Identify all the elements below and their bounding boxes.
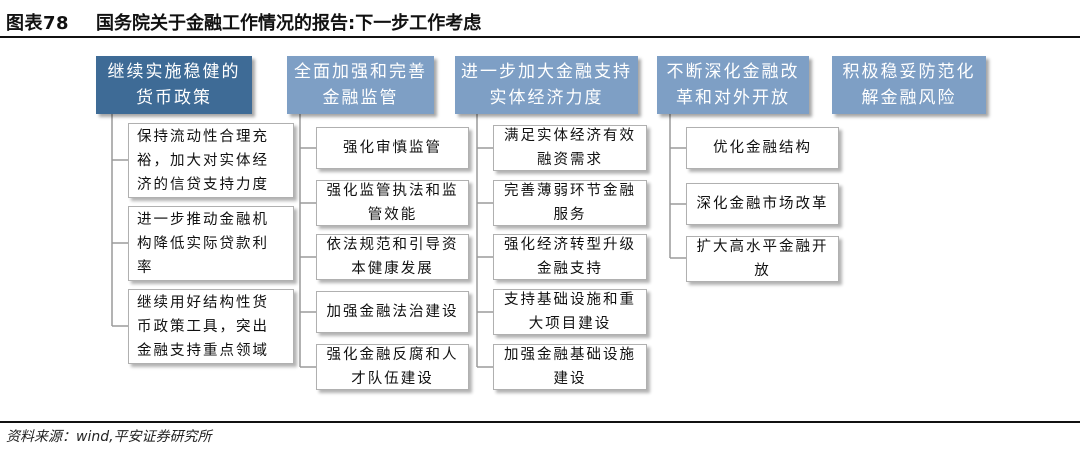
measure-box: 继续用好结构性货币政策工具，突出金融支持重点领域 [128,289,294,364]
measure-box: 强化监管执法和监管效能 [316,180,469,226]
figure-label: 图表78 [6,13,70,34]
source-bar: 资料来源：wind,平安证券研究所 [0,421,1080,447]
column-header-financial-regulation: 全面加强和完善金融监管 [287,56,434,114]
column-header-monetary-policy: 继续实施稳健的货币政策 [96,56,252,114]
measure-box: 满足实体经济有效融资需求 [493,125,647,171]
source-note: 资料来源：wind,平安证券研究所 [6,429,212,445]
column-header-risk-prevention: 积极稳妥防范化解金融风险 [832,56,986,114]
measure-box: 支持基础设施和重大项目建设 [493,289,647,335]
measure-box: 依法规范和引导资本健康发展 [316,234,469,280]
column-header-real-economy-support: 进一步加大金融支持实体经济力度 [455,56,638,114]
measure-box: 深化金融市场改革 [686,183,839,225]
measure-box: 扩大高水平金融开放 [686,236,839,282]
figure-title-bar: 图表78 国务院关于金融工作情况的报告:下一步工作考虑 [0,0,1080,38]
measure-box: 进一步推动金融机构降低实际贷款利率 [128,206,294,281]
measure-box: 加强金融基础设施建设 [493,344,647,390]
measure-box: 强化经济转型升级金融支持 [493,234,647,280]
measure-box: 强化审慎监管 [316,127,469,169]
measure-box: 加强金融法治建设 [316,291,469,333]
measure-box: 强化金融反腐和人才队伍建设 [316,344,469,390]
measure-box: 优化金融结构 [686,127,839,169]
figure-title: 国务院关于金融工作情况的报告:下一步工作考虑 [96,13,482,34]
measure-box: 保持流动性合理充裕，加大对实体经济的信贷支持力度 [128,123,294,198]
measure-box: 完善薄弱环节金融服务 [493,180,647,226]
column-header-reform-opening: 不断深化金融改革和对外开放 [657,56,809,114]
